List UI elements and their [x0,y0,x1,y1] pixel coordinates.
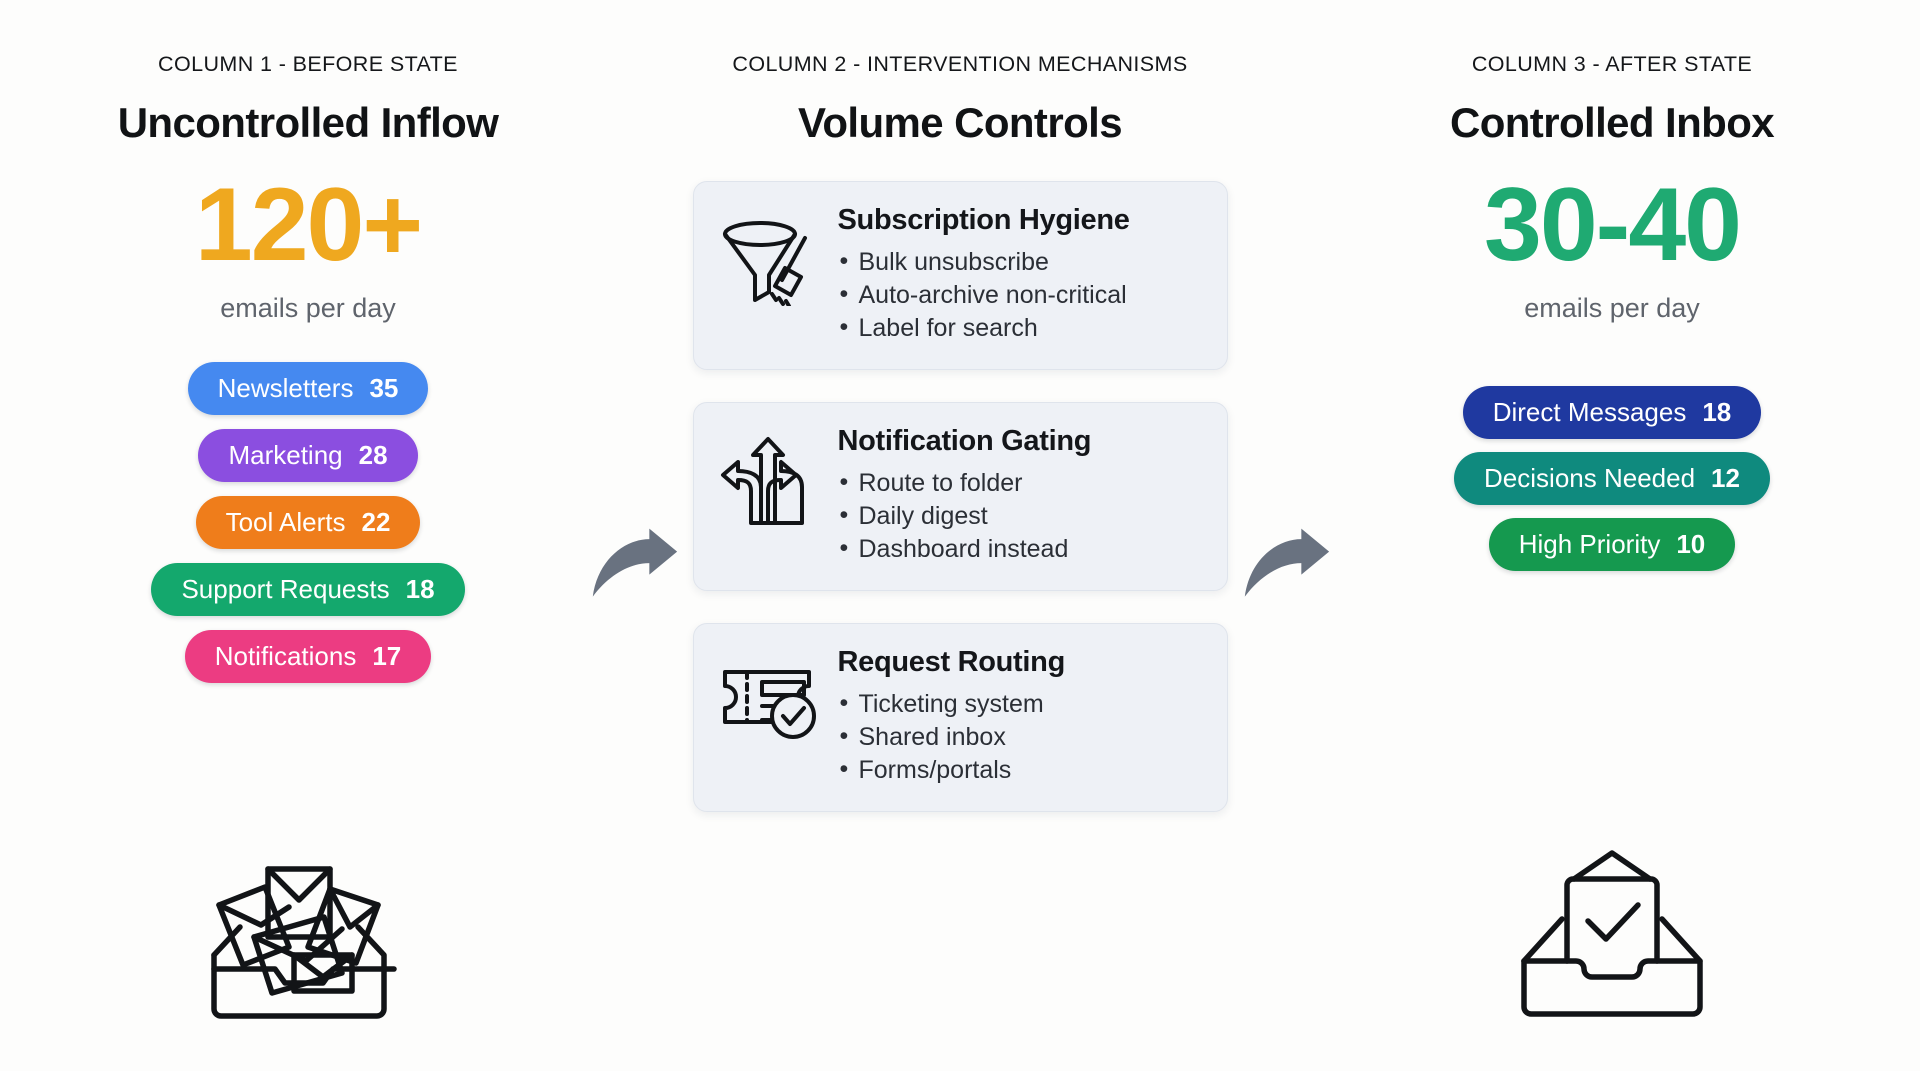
card-notification-gating[interactable]: Notification Gating Route to folder Dail… [692,402,1228,591]
pill-high-priority[interactable]: High Priority 10 [1488,518,1736,571]
pill-support-requests[interactable]: Support Requests 18 [151,563,465,616]
card-body: Notification Gating Route to folder Dail… [838,425,1201,566]
card-bullet: Label for search [838,311,1201,345]
column-3-kicker: COLUMN 3 - AFTER STATE [1471,52,1753,76]
column-2-kicker: COLUMN 2 - INTERVENTION MECHANISMS [732,52,1188,76]
column-after-state: COLUMN 3 - AFTER STATE Controlled Inbox … [1332,0,1892,1071]
card-bullet-list: Ticketing system Shared inbox Forms/port… [838,687,1201,787]
card-body: Subscription Hygiene Bulk unsubscribe Au… [838,204,1201,345]
card-bullet: Route to folder [838,466,1201,500]
card-bullet: Auto-archive non-critical [838,278,1201,312]
card-subscription-hygiene[interactable]: Subscription Hygiene Bulk unsubscribe Au… [692,181,1228,370]
card-bullet: Forms/portals [838,753,1201,787]
card-bullet-list: Bulk unsubscribe Auto-archive non-critic… [838,245,1201,345]
pill-direct-messages[interactable]: Direct Messages 18 [1462,386,1762,439]
after-artwork [1512,843,1712,1023]
card-bullet: Bulk unsubscribe [838,245,1201,279]
pill-value: 22 [361,507,391,537]
pill-value: 18 [405,574,435,604]
arrow-right-curved-icon [592,528,678,597]
pill-decisions-needed[interactable]: Decisions Needed 12 [1454,452,1770,505]
pill-label: Marketing [228,440,343,470]
pill-value: 10 [1676,529,1706,559]
column-1-kicker: COLUMN 1 - BEFORE STATE [158,52,458,76]
arrow-right-curved-icon [1244,528,1330,597]
pill-value: 35 [369,373,399,403]
after-stat-unit: emails per day [1524,293,1700,323]
before-stat-value: 120+ [194,167,423,283]
column-before-state: COLUMN 1 - BEFORE STATE Uncontrolled Inf… [28,0,588,1071]
pill-value: 18 [1702,397,1732,427]
column-2-title: Volume Controls [798,99,1123,146]
pill-newsletters[interactable]: Newsletters 35 [187,362,429,415]
card-title: Request Routing [837,646,1066,678]
pill-label: Decisions Needed [1484,463,1696,493]
inbox-check-icon [1521,850,1703,1017]
three-way-arrow-icon [720,437,804,525]
pill-label: Support Requests [181,574,390,604]
card-body: Request Routing Ticketing system Shared … [838,646,1201,787]
after-category-list: Direct Messages 18 Decisions Needed 12 H… [1332,386,1892,571]
card-title: Subscription Hygiene [837,204,1130,236]
mechanism-card-list: Subscription Hygiene Bulk unsubscribe Au… [692,181,1228,812]
overflowing-inbox-icon [210,866,397,1019]
pill-notifications[interactable]: Notifications 17 [184,630,432,683]
connector-before-to-middle [588,0,680,1071]
pill-label: Notifications [214,641,357,671]
pill-label: Newsletters [217,373,354,403]
card-bullet: Daily digest [838,499,1201,533]
pill-value: 28 [358,440,388,470]
card-bullet-list: Route to folder Daily digest Dashboard i… [838,466,1201,566]
card-bullet: Ticketing system [838,687,1201,721]
connector-middle-to-after [1240,0,1332,1071]
ticket-check-icon [722,670,816,739]
column-3-title: Controlled Inbox [1449,99,1775,146]
card-icon-slot [716,646,820,740]
pill-label: Direct Messages [1492,397,1687,427]
pill-tool-alerts[interactable]: Tool Alerts 22 [195,496,421,549]
pill-label: Tool Alerts [225,507,346,537]
after-stat-value: 30-40 [1484,167,1742,283]
before-stat-unit: emails per day [220,293,396,323]
pill-marketing[interactable]: Marketing 28 [198,429,418,482]
pill-value: 17 [372,641,402,671]
card-bullet: Dashboard instead [838,532,1201,566]
card-title: Notification Gating [837,425,1092,457]
funnel-broom-icon [722,221,807,306]
before-category-list: Newsletters 35 Marketing 28 Tool Alerts … [28,362,588,683]
card-bullet: Shared inbox [838,720,1201,754]
before-artwork [206,843,411,1023]
card-request-routing[interactable]: Request Routing Ticketing system Shared … [692,623,1228,812]
pill-label: High Priority [1518,529,1661,559]
pill-value: 12 [1711,463,1740,493]
column-1-title: Uncontrolled Inflow [117,99,499,146]
card-icon-slot [716,425,820,527]
card-icon-slot [716,204,820,306]
column-intervention-mechanisms: COLUMN 2 - INTERVENTION MECHANISMS Volum… [680,0,1240,1071]
